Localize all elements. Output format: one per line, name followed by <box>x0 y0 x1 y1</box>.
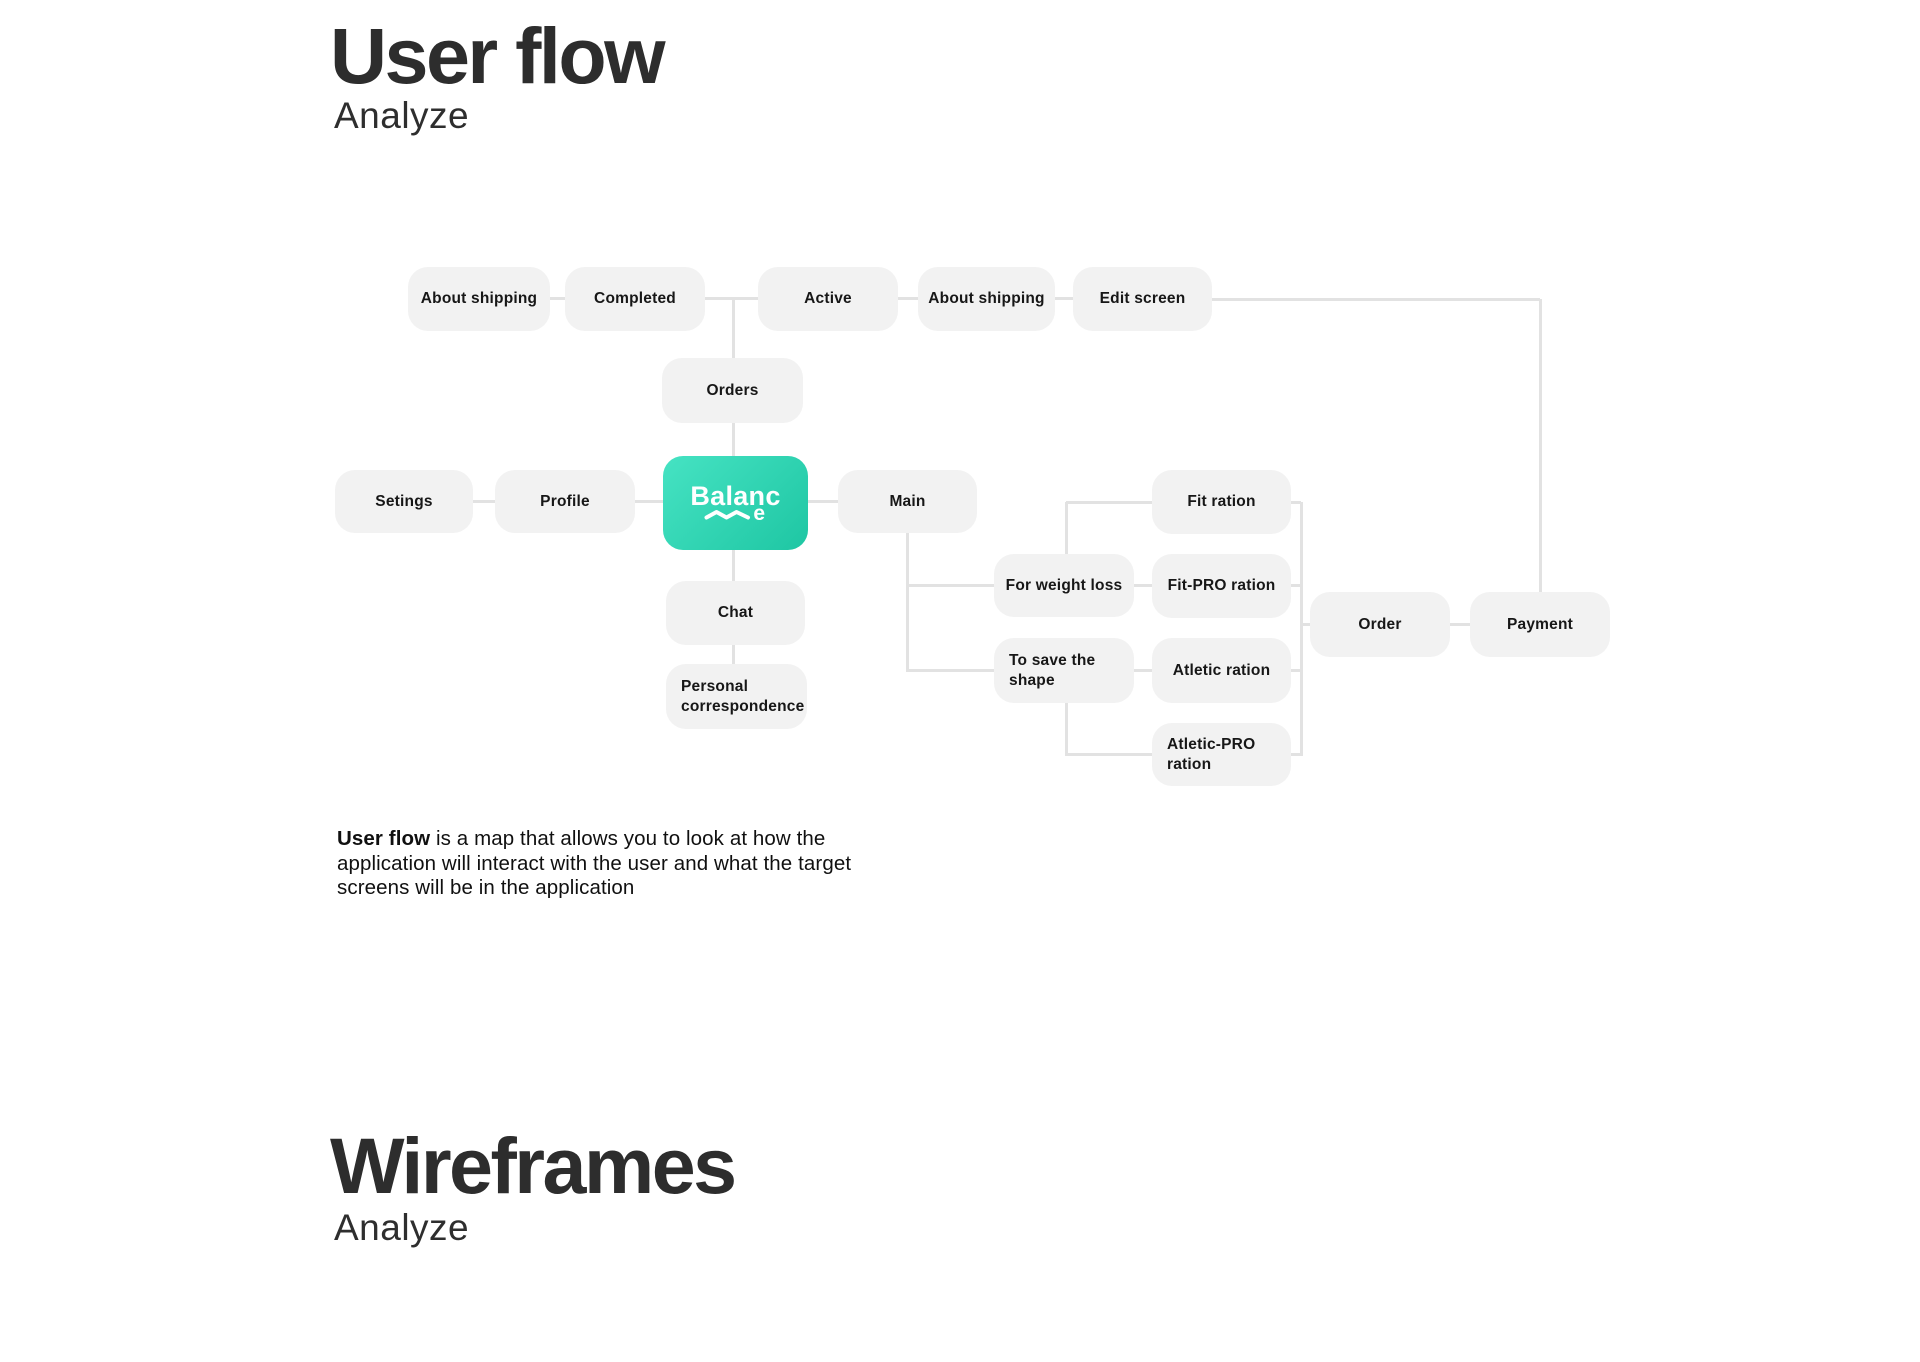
connector-line <box>550 296 565 300</box>
connector-line <box>1212 297 1540 301</box>
node-label: Orders <box>706 381 759 399</box>
node-label: To save the shape <box>1009 651 1096 689</box>
balance-logo-text: Balanc <box>690 481 781 511</box>
node-fit-pro-ration: Fit-PRO ration <box>1152 554 1291 618</box>
balance-logo-e: e <box>753 502 766 525</box>
connector-line <box>1291 752 1301 756</box>
connector-line <box>1134 668 1152 672</box>
connector-line <box>1064 703 1068 756</box>
connector-line <box>731 423 735 456</box>
node-label: Setings <box>375 492 433 510</box>
node-label: Personal correspondence <box>681 677 805 715</box>
connector-line <box>1055 296 1073 300</box>
node-payment: Payment <box>1470 592 1610 657</box>
connector-line <box>731 645 735 664</box>
node-label: Profile <box>540 492 590 510</box>
node-label: For weight loss <box>1005 576 1123 594</box>
node-label: About shipping <box>928 290 1045 307</box>
node-about-shipping-1: About shipping <box>408 267 550 331</box>
node-label: Chat <box>717 604 754 621</box>
connector-line <box>1538 299 1542 592</box>
connector-line <box>907 668 994 672</box>
node-active: Active <box>758 267 898 331</box>
node-label: Order <box>1358 615 1402 633</box>
node-label: Edit screen <box>1099 290 1186 307</box>
user-flow-subtitle: Analyze <box>334 95 470 136</box>
node-profile: Profile <box>495 470 635 533</box>
connector-line <box>1450 622 1470 626</box>
user-flow-title: User flow <box>330 11 666 100</box>
connector-line <box>1301 622 1310 626</box>
connector-line <box>731 298 735 358</box>
node-label: Fit-PRO ration <box>1167 577 1276 594</box>
connector-line <box>1291 668 1301 672</box>
node-label: About shipping <box>420 290 538 307</box>
connector-line <box>1064 502 1068 554</box>
description-line2: application will interact with the user … <box>337 851 852 875</box>
node-label: Fit ration <box>1187 493 1256 510</box>
connector-line <box>635 499 663 503</box>
connector-line <box>1134 583 1152 587</box>
node-orders: Orders <box>662 358 803 423</box>
connector-line <box>1066 752 1152 756</box>
connector-line <box>731 550 735 581</box>
description-line1: is a map that allows you to look at how … <box>430 827 826 850</box>
node-about-shipping-2: About shipping <box>918 267 1055 331</box>
node-completed: Completed <box>565 267 705 331</box>
node-order: Order <box>1310 592 1450 657</box>
node-chat: Chat <box>666 581 805 645</box>
connector-line <box>1291 583 1301 587</box>
node-personal-correspondence: Personal correspondence <box>666 664 807 729</box>
node-fit-ration: Fit ration <box>1152 470 1291 534</box>
node-setings: Setings <box>335 470 473 533</box>
node-label: Atletic ration <box>1172 661 1271 679</box>
connector-line <box>907 583 994 587</box>
node-label: Completed <box>594 290 676 307</box>
node-label: Main <box>889 492 926 510</box>
node-to-save-the-shape: To save the shape <box>994 638 1134 703</box>
node-atletic-pro-ration: Atletic-PRO ration <box>1152 723 1291 786</box>
node-label: Atletic-PRO ration <box>1167 735 1256 773</box>
connector-line <box>905 533 909 672</box>
node-for-weight-loss: For weight loss <box>994 554 1134 617</box>
wave-zigzag-icon <box>704 510 751 520</box>
description-bold-lead: User flow <box>337 827 431 850</box>
description-line3: screens will be in the application <box>337 876 635 900</box>
connector-line <box>473 499 495 503</box>
node-atletic-ration: Atletic ration <box>1152 638 1291 703</box>
connector-line <box>1291 500 1301 504</box>
connector-line <box>1299 502 1303 756</box>
node-edit-screen: Edit screen <box>1073 267 1212 331</box>
wireframes-title: Wireframes <box>330 1121 737 1210</box>
node-label: Payment <box>1506 615 1573 633</box>
wireframes-subtitle: Analyze <box>334 1207 470 1248</box>
connector-line <box>808 499 838 503</box>
connector-line <box>898 296 918 300</box>
connector-line <box>1066 500 1152 504</box>
node-main: Main <box>838 470 977 533</box>
user-flow-description: User flow is a map that allows you to lo… <box>337 827 852 901</box>
node-label: Active <box>804 290 852 307</box>
